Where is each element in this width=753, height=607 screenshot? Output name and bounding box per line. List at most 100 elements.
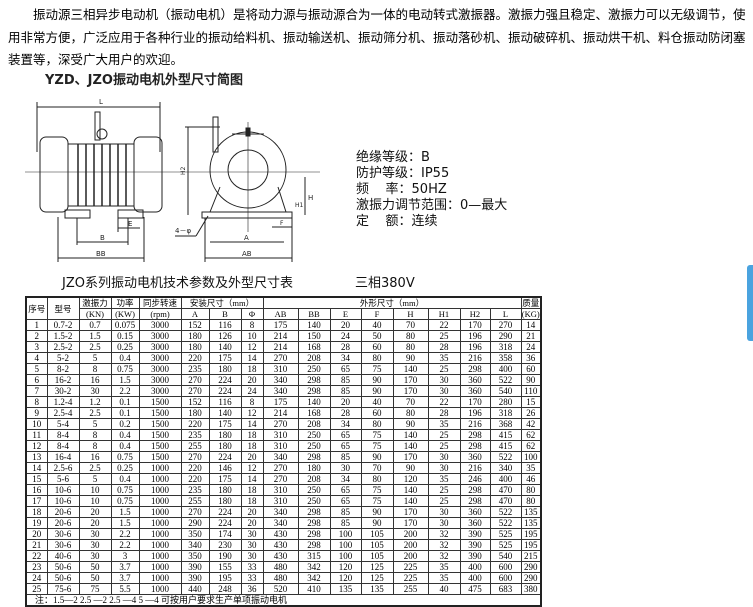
table-cell: 175 [262, 396, 299, 408]
table-cell: 140 [392, 429, 429, 441]
table-cell: 65 [329, 363, 362, 375]
table-cell: 21 [520, 330, 542, 342]
table-cell: 525 [489, 528, 522, 540]
table-cell: 25 [427, 429, 461, 441]
table-cell: 60 [360, 407, 394, 419]
table-cell: 2.2 [110, 539, 140, 551]
table-cell: 22 [427, 396, 461, 408]
spec-rating: 定 额：连续 [356, 214, 438, 229]
table-cell: 3.7 [110, 572, 140, 584]
table-cell: 1.5-2 [46, 330, 80, 342]
table-cell: 140 [392, 363, 429, 375]
table-cell: 40 [427, 583, 461, 595]
spec-insulation: 绝缘等级：B [356, 150, 430, 165]
table-cell: 75-6 [46, 583, 80, 595]
table-cell: 35 [427, 418, 461, 430]
table-cell: 8 [240, 319, 264, 331]
table-cell: 1000 [138, 550, 182, 562]
table-cell: 360 [459, 385, 491, 397]
motor-specs: 绝缘等级：B 防护等级：IP55 频 率：50HZ 激振力调节范围：0—最大 定… [356, 150, 507, 230]
table-note: 注：1.5—2 2.5 —2 2.5 —4 5 —4 可按用户要求生产单项振动电… [25, 594, 542, 607]
table-cell: 2.2 [110, 385, 140, 397]
table-cell: 25 [427, 330, 461, 342]
table-cell: 350 [180, 528, 210, 540]
table-cell: 85 [329, 374, 362, 386]
table-cell: 180 [208, 495, 242, 507]
table-cell: 30-6 [46, 528, 80, 540]
table-cell: 70 [360, 462, 394, 474]
table-cell: 315 [297, 550, 331, 562]
table-cell: 0.75 [110, 363, 140, 375]
table-cell: 480 [262, 572, 299, 584]
table-cell: 216 [459, 462, 491, 474]
table-cell: 23 [25, 561, 48, 573]
table-cell: 390 [459, 550, 491, 562]
table-cell: 430 [262, 528, 299, 540]
table-cell: 65 [329, 484, 362, 496]
table-cell: 0.25 [110, 341, 140, 353]
col-F: F [360, 308, 394, 320]
table-cell: 360 [459, 506, 491, 518]
table-cell: 0.75 [110, 451, 140, 463]
col-BB: BB [297, 308, 331, 320]
side-scroll-tab[interactable] [747, 265, 753, 341]
table-cell: 35 [427, 561, 461, 573]
table-cell: 175 [262, 319, 299, 331]
table-cell: 18 [240, 495, 264, 507]
dim-label-BB: BB [96, 250, 106, 258]
table-cell: 28 [329, 407, 362, 419]
table-cell: 195 [520, 528, 542, 540]
table-cell: 8-4 [46, 429, 80, 441]
table-cell: 358 [489, 352, 522, 364]
table-cell: 80 [360, 418, 394, 430]
table-cell: 21 [25, 539, 48, 551]
front-view: H2 H H1 AB A F 4－φ [170, 116, 320, 262]
table-cell: 0.4 [110, 473, 140, 485]
table-cell: 246 [459, 473, 491, 485]
table-cell: 80 [360, 352, 394, 364]
table-cell: 75 [360, 440, 394, 452]
table-cell: 298 [459, 484, 491, 496]
table-cell: 310 [262, 484, 299, 496]
table-cell: 1000 [138, 561, 182, 573]
table-note-row: 注：1.5—2 2.5 —2 2.5 —4 5 —4 可按用户要求生产单项振动电… [25, 594, 542, 607]
col-speed-unit: (rpm) [138, 308, 182, 320]
table-cell: 270 [180, 374, 210, 386]
table-cell: 255 [180, 440, 210, 452]
table-cell: 50-6 [46, 561, 80, 573]
table-cell: 0.1 [110, 396, 140, 408]
table-cell: 170 [392, 517, 429, 529]
table-cell: 310 [262, 429, 299, 441]
table-cell: 522 [489, 506, 522, 518]
table-cell: 270 [180, 506, 210, 518]
table-cell: 116 [208, 396, 242, 408]
table-cell: 340 [180, 539, 210, 551]
table-cell: 214 [262, 407, 299, 419]
intro-text: 振动源三相异步电动机（振动电机）是将动力源与振动源合为一体的电动转式激振器。激振… [8, 4, 748, 72]
table-cell: 90 [360, 385, 394, 397]
table-cell: 16 [78, 451, 112, 463]
table-cell: 390 [180, 572, 210, 584]
table-cell: 10 [240, 330, 264, 342]
table-cell: 196 [459, 407, 491, 419]
col-L: L [489, 308, 522, 320]
table-cell: 208 [297, 473, 331, 485]
table-cell: 410 [297, 583, 331, 595]
col-group-install: 安装尺寸（mm） [180, 296, 264, 309]
table-cell: 1 [25, 319, 48, 331]
table-cell: 340 [489, 462, 522, 474]
table-cell: 25 [427, 363, 461, 375]
table-cell: 24 [240, 385, 264, 397]
table-cell: 140 [297, 396, 331, 408]
table-cell: 2.2 [110, 528, 140, 540]
table-cell: 65 [329, 495, 362, 507]
table-cell: 2.5 [78, 462, 112, 474]
table-cell: 0.1 [110, 407, 140, 419]
